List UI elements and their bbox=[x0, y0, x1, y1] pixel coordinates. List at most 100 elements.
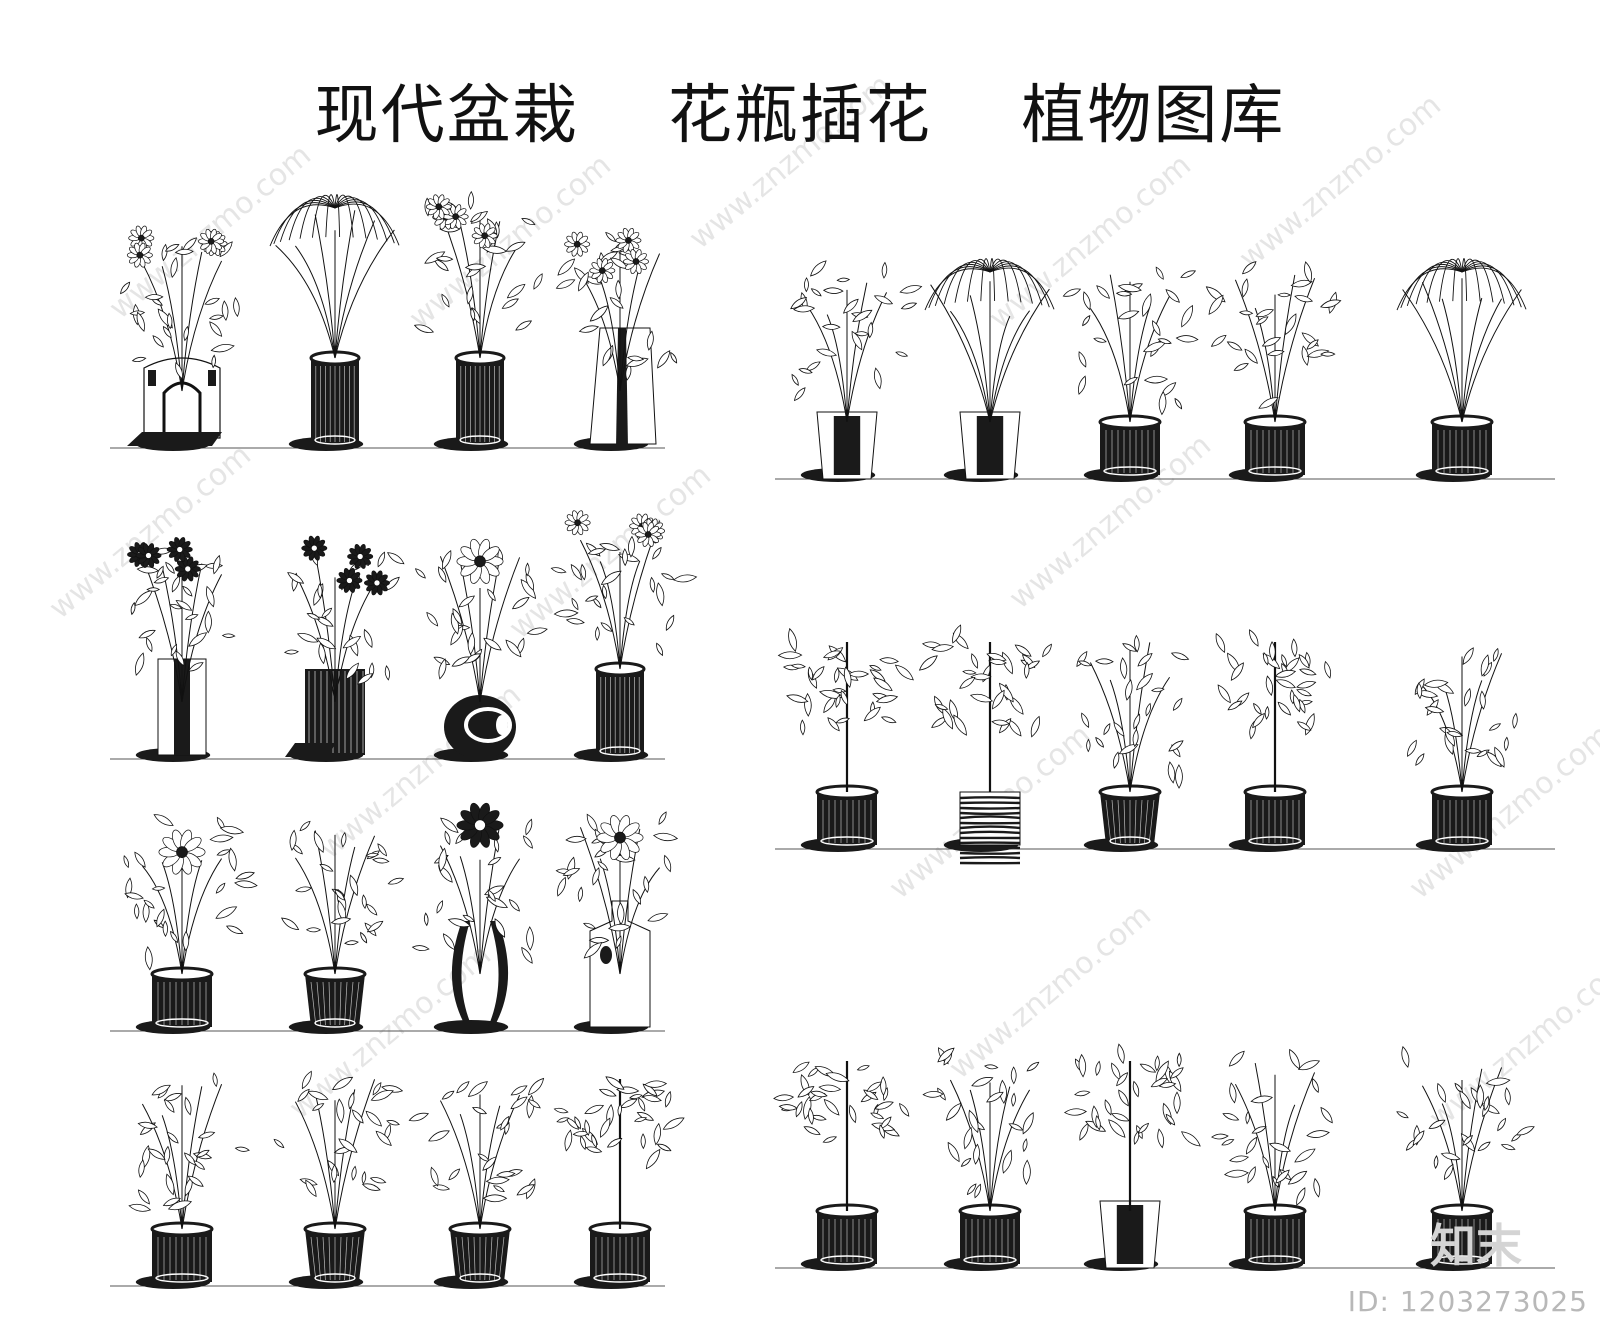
leaf bbox=[147, 1148, 166, 1160]
round-bowl-pot bbox=[444, 695, 516, 759]
leaf bbox=[501, 298, 519, 309]
leaf bbox=[900, 302, 918, 310]
leaf bbox=[151, 886, 166, 891]
leaf bbox=[835, 694, 841, 708]
leaf bbox=[1125, 679, 1133, 701]
leaf bbox=[212, 1072, 218, 1088]
leaf bbox=[506, 283, 526, 299]
cylinder-wide-pot bbox=[1243, 784, 1307, 846]
leaf bbox=[313, 830, 324, 853]
leaf bbox=[1293, 693, 1301, 713]
leaf bbox=[386, 1120, 400, 1126]
leaf bbox=[163, 1145, 171, 1166]
leaf bbox=[818, 690, 844, 699]
leaf bbox=[873, 677, 893, 691]
leaf bbox=[306, 613, 321, 620]
leaf bbox=[136, 311, 145, 332]
stem bbox=[334, 1079, 376, 1230]
leaf bbox=[170, 256, 178, 279]
leaf bbox=[1030, 715, 1040, 738]
cylinder-tall-pot bbox=[309, 350, 361, 445]
stem bbox=[1089, 662, 1131, 793]
leaf bbox=[365, 852, 380, 858]
leaf bbox=[816, 348, 838, 357]
left-plant-item bbox=[408, 1077, 545, 1289]
stem bbox=[479, 243, 521, 359]
leaf bbox=[234, 880, 258, 889]
leaf bbox=[1462, 647, 1474, 665]
leaf bbox=[1096, 285, 1110, 299]
stem bbox=[1089, 308, 1131, 423]
leaf bbox=[533, 273, 543, 290]
stem bbox=[930, 284, 991, 423]
stem bbox=[1109, 679, 1131, 793]
leaf bbox=[156, 565, 164, 579]
stem bbox=[969, 1089, 991, 1212]
leaf bbox=[137, 1121, 158, 1129]
leaf bbox=[273, 1138, 285, 1149]
leaf bbox=[428, 1130, 450, 1142]
leaf bbox=[665, 614, 675, 631]
leaf bbox=[1117, 1043, 1125, 1064]
rubber-plant-plant bbox=[408, 1077, 545, 1230]
frond bbox=[269, 204, 336, 247]
leaf bbox=[1083, 291, 1091, 311]
leaf bbox=[827, 717, 840, 732]
leaf bbox=[880, 1116, 892, 1130]
leaf bbox=[1485, 1077, 1511, 1086]
leaf bbox=[1306, 349, 1330, 358]
leaf bbox=[1287, 1170, 1308, 1185]
leaf bbox=[456, 1081, 470, 1094]
leaf bbox=[587, 548, 606, 555]
leaf bbox=[440, 817, 459, 833]
flower-head bbox=[589, 258, 616, 283]
leaf bbox=[564, 1129, 573, 1152]
leaf bbox=[1492, 647, 1499, 662]
leaf bbox=[586, 813, 598, 833]
ivy-column-plant bbox=[1062, 266, 1199, 423]
leaf bbox=[338, 1138, 358, 1153]
stem bbox=[294, 574, 336, 703]
leaf bbox=[1239, 310, 1254, 316]
right-plant-item bbox=[773, 1061, 910, 1271]
leaf bbox=[1416, 682, 1423, 700]
leaf bbox=[1464, 748, 1482, 754]
leaf bbox=[337, 899, 347, 923]
leaf bbox=[170, 930, 178, 944]
leaf bbox=[1297, 1060, 1321, 1071]
leaf bbox=[1151, 687, 1165, 693]
leaf bbox=[992, 689, 1005, 710]
left-plant-item bbox=[120, 225, 240, 451]
leaf bbox=[597, 861, 609, 871]
leaf bbox=[803, 1126, 821, 1135]
leaf bbox=[175, 362, 183, 380]
stem bbox=[1274, 274, 1296, 423]
stem bbox=[826, 314, 848, 423]
leaf bbox=[526, 926, 534, 951]
leaf bbox=[879, 1124, 885, 1139]
leaf bbox=[1479, 690, 1486, 710]
bamboo-shrub-plant bbox=[128, 1072, 250, 1230]
cylinder-short-pot bbox=[588, 1221, 652, 1283]
leaf bbox=[301, 1070, 312, 1090]
leaf bbox=[952, 624, 962, 644]
leaf bbox=[356, 673, 374, 685]
leaf bbox=[467, 190, 474, 210]
stem bbox=[479, 557, 521, 703]
leaf bbox=[873, 367, 882, 390]
leaf bbox=[1299, 668, 1317, 676]
leaf bbox=[1165, 1113, 1176, 1126]
leaf bbox=[922, 1090, 944, 1098]
leaf bbox=[1157, 1128, 1165, 1149]
leaf bbox=[1440, 1152, 1461, 1161]
leaf bbox=[822, 1136, 837, 1143]
leaf bbox=[1022, 1112, 1034, 1135]
umbrella-palm-plant bbox=[924, 258, 1055, 423]
leaf bbox=[894, 664, 914, 681]
frond bbox=[325, 194, 336, 238]
leaf bbox=[1154, 1055, 1160, 1072]
leaf bbox=[487, 588, 496, 602]
frond bbox=[334, 194, 354, 238]
leaf bbox=[638, 1097, 646, 1112]
leaf bbox=[571, 597, 579, 611]
